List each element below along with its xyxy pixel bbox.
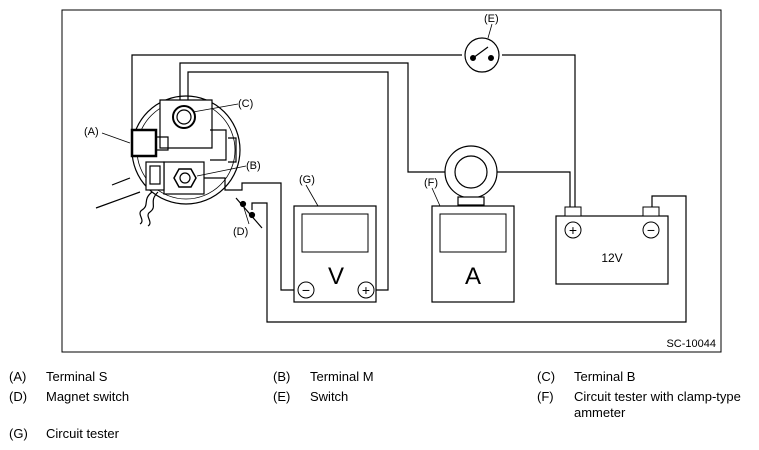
callout-a: (A): [84, 126, 99, 138]
battery-plus-sign: +: [569, 222, 577, 238]
wire-battery-minus-ground: [251, 195, 687, 323]
legend-text-f: Circuit tester with clamp-type: [574, 389, 741, 404]
volt-plus-sign: +: [362, 282, 370, 298]
battery-voltage-label: 12V: [601, 251, 622, 265]
ammeter-symbol: A: [465, 263, 481, 290]
callout-b: (B): [246, 160, 261, 172]
legend-key-a: (A): [9, 369, 27, 384]
legend-text-d: Magnet switch: [46, 389, 130, 404]
callout-f: (F): [424, 177, 438, 189]
legend-key-b: (B): [273, 369, 291, 384]
battery-plus-terminal: [564, 221, 582, 239]
wire-switch-to-battery-plus: [502, 54, 576, 207]
voltmeter: − + V: [293, 205, 377, 303]
wire-terminal-b-to-volt-plus: [187, 71, 389, 291]
legend-key-c: (C): [537, 369, 556, 384]
battery-minus-terminal: [642, 221, 660, 239]
diagram-frame: [61, 9, 722, 353]
callout-texts: (A) (B) (C) (D) (E) (F) (G): [84, 13, 499, 238]
legend-text-e: Switch: [310, 389, 349, 404]
ammeter: A: [431, 205, 515, 303]
callouts: [101, 23, 493, 225]
starter-motor: [95, 95, 241, 227]
volt-minus-sign: −: [302, 282, 310, 298]
wire-terminal-s-to-switch: [131, 54, 462, 140]
callout-d: (D): [233, 226, 248, 238]
legend-text-b: Terminal M: [310, 369, 374, 384]
wires: [131, 54, 687, 323]
volt-minus-terminal: [297, 281, 315, 299]
callout-e: (E): [484, 13, 499, 25]
legend-text-c: Terminal B: [574, 369, 636, 384]
switch-d: [235, 197, 263, 229]
legend-text-g: Circuit tester: [46, 426, 119, 441]
callout-g: (G): [299, 174, 315, 186]
voltmeter-symbol: V: [328, 263, 344, 290]
clamp-ring: [444, 145, 498, 206]
wire-clamp-through: [497, 171, 571, 207]
wire-terminal-b: [179, 62, 445, 173]
volt-plus-terminal: [357, 281, 375, 299]
legend-key-f: (F): [537, 389, 554, 404]
legend-text-a: Terminal S: [46, 369, 108, 384]
legend-key-g: (G): [9, 426, 28, 441]
legend-key-e: (E): [273, 389, 291, 404]
battery: + − 12V: [555, 206, 669, 285]
switch-e: [464, 37, 500, 73]
legend-text-f-line2: ammeter: [574, 405, 626, 420]
figure-id: SC-10044: [666, 338, 716, 350]
terminal-s: [130, 128, 158, 158]
legend-key-d: (D): [9, 389, 28, 404]
battery-minus-sign: −: [647, 222, 655, 238]
callout-c: (C): [238, 98, 253, 110]
